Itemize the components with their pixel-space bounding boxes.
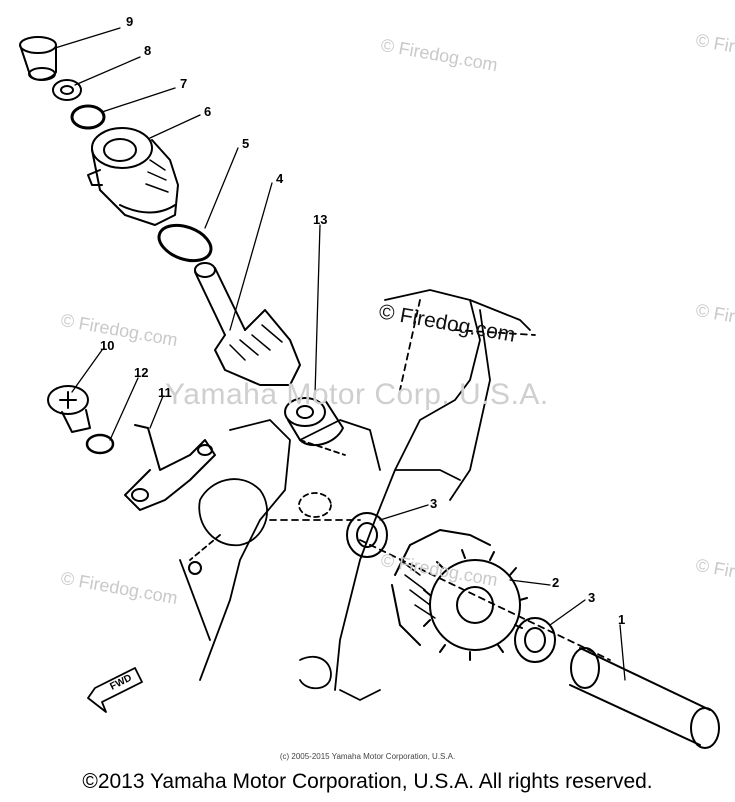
part-2-gear [391, 529, 528, 661]
callout-7: 7 [180, 76, 187, 91]
callout-2: 2 [552, 575, 559, 590]
callout-3-upper: 3 [430, 496, 437, 511]
callout-4: 4 [276, 171, 284, 186]
part-6-housing [87, 127, 179, 226]
part-3-washer-upper [346, 512, 388, 558]
part-11-screw [47, 385, 91, 433]
callout-13: 13 [313, 212, 327, 227]
fwd-badge: FWD [108, 673, 133, 693]
callout-5: 5 [242, 136, 249, 151]
footer-small-copyright: (c) 2005-2015 Yamaha Motor Corporation, … [279, 752, 456, 761]
part-5-oring [157, 223, 213, 263]
part-9-cap [19, 36, 57, 81]
part-3-washer-lower [514, 617, 556, 663]
watermark-center: Yamaha Motor Corp. U.S.A. [165, 378, 549, 411]
part-7-oring [70, 104, 106, 130]
part-1-shaft [569, 647, 720, 749]
callout-8: 8 [144, 43, 151, 58]
part-13-bushing [284, 397, 344, 447]
callout-1: 1 [618, 612, 625, 627]
part-12-lockwasher [85, 433, 115, 455]
callout-11: 10 [100, 338, 114, 353]
footer-copyright: ©2013 Yamaha Motor Corporation, U.S.A. A… [82, 770, 653, 793]
fwd-arrow-icon [87, 667, 143, 713]
part-10-plate [124, 424, 216, 575]
part-8-washer [52, 79, 82, 101]
callout-3-lower: 3 [588, 590, 595, 605]
callout-6: 6 [204, 104, 211, 119]
leader-lines [54, 27, 626, 681]
callout-9: 9 [126, 14, 133, 29]
part-4-pinion-shaft [194, 262, 301, 386]
callout-12: 12 [134, 365, 148, 380]
callout-10: 11 [158, 385, 172, 400]
